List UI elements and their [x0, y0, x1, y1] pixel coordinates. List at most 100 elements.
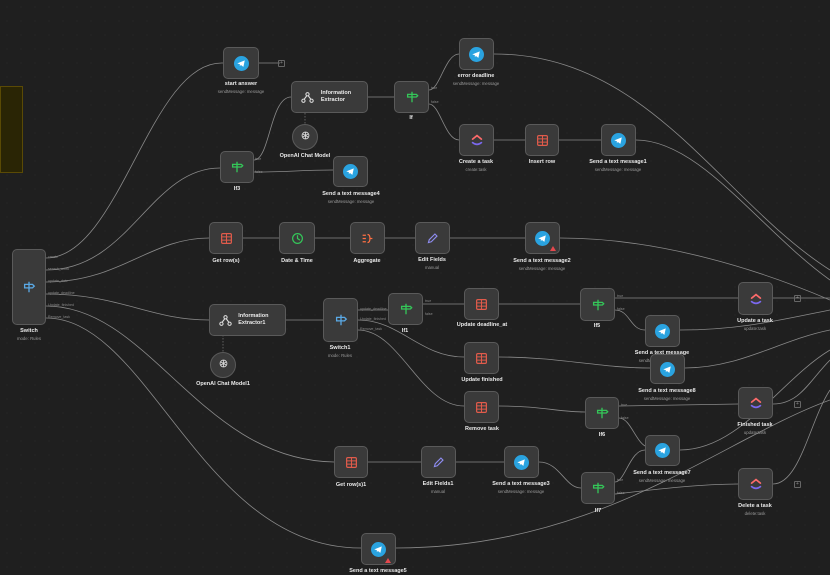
output-label: search_week	[48, 267, 70, 271]
node-openai-chat-model[interactable]	[292, 124, 318, 150]
node-if[interactable]	[394, 81, 429, 113]
node-if1[interactable]	[388, 293, 423, 325]
node-label: Remove task	[465, 426, 499, 432]
if-icon	[228, 158, 246, 176]
node-label: Insert row	[528, 159, 556, 165]
node-label: OpenAI Chat Model1	[196, 381, 250, 387]
sticky-note[interactable]	[0, 86, 23, 173]
node-label: Update finished	[461, 377, 503, 383]
add-node-button[interactable]: +	[794, 481, 801, 488]
telegram-icon	[468, 45, 486, 63]
telegram-icon	[534, 229, 552, 247]
node-edit-fields[interactable]	[415, 222, 450, 254]
node-label: Finished task	[737, 422, 773, 428]
node-send-text-message8[interactable]	[650, 354, 685, 384]
node-switch[interactable]	[12, 249, 46, 325]
node-aggregate[interactable]	[350, 222, 385, 254]
node-start-answer[interactable]	[223, 47, 259, 79]
node-switch1[interactable]	[323, 298, 358, 342]
node-label: error deadline	[457, 73, 495, 79]
node-send-text-message3[interactable]	[504, 446, 539, 478]
node-edit-fields1[interactable]	[421, 446, 456, 478]
node-label: Send a text message7	[633, 470, 691, 476]
sheets-icon	[473, 295, 491, 313]
node-sublabel: sendMessage: message	[638, 478, 686, 483]
telegram-icon	[513, 453, 531, 471]
node-label: If5	[593, 323, 601, 329]
sheets-icon	[533, 131, 551, 149]
output-label: true	[255, 157, 262, 161]
output-label: false	[255, 170, 263, 174]
node-label: Get row(s)1	[335, 482, 367, 488]
sheets-icon	[342, 453, 360, 471]
clickup-icon	[747, 475, 765, 493]
node-label: If6	[598, 432, 606, 438]
node-label: Information Extractor1	[238, 313, 269, 326]
node-delete-task[interactable]	[738, 468, 773, 500]
node-update-finished[interactable]	[464, 342, 499, 374]
node-send-text-message1[interactable]	[601, 124, 636, 156]
node-information-extractor1[interactable]: Information Extractor1	[209, 304, 286, 336]
node-update-task[interactable]	[738, 282, 773, 315]
node-openai-chat-model1[interactable]	[210, 352, 236, 378]
node-get-rows[interactable]	[209, 222, 243, 254]
sheets-icon	[217, 229, 235, 247]
node-update-deadline[interactable]	[464, 288, 499, 320]
node-label: If7	[594, 508, 602, 514]
node-information-extractor[interactable]: Information Extractor	[291, 81, 368, 113]
clock-icon	[288, 229, 306, 247]
node-sublabel: update:task	[743, 326, 767, 331]
node-get-rows1[interactable]	[334, 446, 368, 478]
output-label: false	[617, 307, 625, 311]
clickup-icon	[747, 290, 765, 308]
telegram-icon	[654, 442, 672, 460]
node-date-time[interactable]	[279, 222, 315, 254]
output-label: true	[425, 299, 432, 303]
clickup-icon	[747, 394, 765, 412]
clickup-icon	[468, 131, 486, 149]
node-send-text-message7[interactable]	[645, 435, 680, 466]
add-node-button[interactable]: +	[794, 295, 801, 302]
node-label: Switch	[20, 328, 38, 334]
telegram-icon	[342, 163, 360, 181]
openai-icon	[300, 128, 311, 146]
if-icon	[589, 479, 607, 497]
node-sublabel: sendMessage: message	[452, 81, 500, 86]
openai-icon	[218, 356, 229, 374]
node-error-deadline[interactable]	[459, 38, 494, 70]
add-node-button[interactable]: +	[278, 60, 285, 67]
node-if6[interactable]	[585, 397, 619, 429]
node-create-task[interactable]	[459, 124, 494, 156]
output-label: true	[617, 294, 624, 298]
if-icon	[589, 296, 607, 314]
node-if3[interactable]	[220, 151, 254, 183]
node-if7[interactable]	[581, 472, 615, 504]
node-sublabel: sendMessage: message	[497, 489, 545, 494]
node-label: Send a text message8	[638, 388, 696, 394]
node-label: Send a text message	[634, 350, 690, 356]
node-remove-task[interactable]	[464, 391, 499, 423]
node-label: Information Extractor	[320, 90, 352, 103]
node-label: Send a text message3	[492, 481, 550, 487]
node-label: Update a task	[737, 318, 773, 324]
node-insert-row[interactable]	[525, 124, 559, 156]
node-label: Date & Time	[281, 258, 313, 264]
node-label: If	[409, 115, 413, 121]
node-send-text-message4[interactable]	[333, 156, 368, 187]
output-label: true	[431, 86, 438, 90]
node-finished-task[interactable]	[738, 387, 773, 419]
node-send-text-message[interactable]	[645, 315, 680, 347]
node-label: Create a task	[458, 159, 494, 165]
if-icon	[593, 404, 611, 422]
node-label: Send a text message2	[513, 258, 571, 264]
node-sublabel: sendMessage: message	[217, 89, 265, 94]
node-if5[interactable]	[580, 288, 615, 321]
output-label: false	[425, 312, 433, 316]
pencil-icon	[424, 229, 442, 247]
add-node-button[interactable]: +	[794, 401, 801, 408]
telegram-icon	[654, 322, 672, 340]
node-label: If1	[401, 328, 409, 334]
node-label: Send a text message4	[322, 191, 380, 197]
